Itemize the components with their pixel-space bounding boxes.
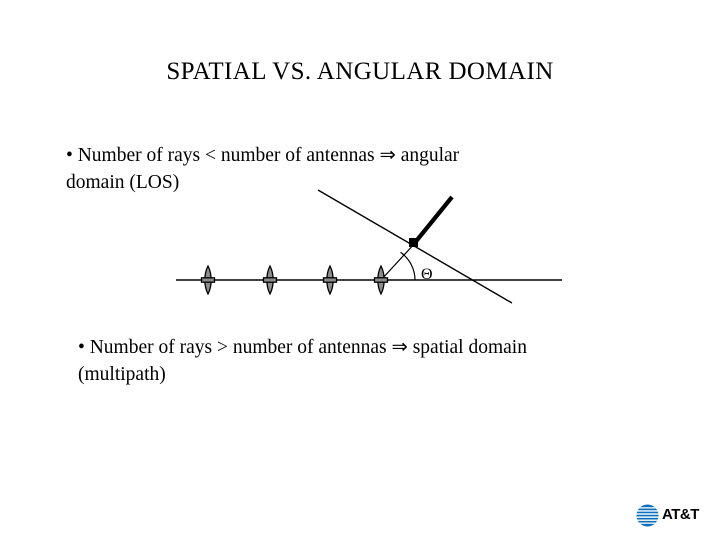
bullet-2-line-1: • Number of rays > number of antennas ⇒ … [78,337,527,358]
att-logo-text: AT&T [662,506,699,523]
bullet-1-line-2: domain (LOS) [66,172,180,193]
bullet-item-spatial-domain: • Number of rays > number of antennas ⇒ … [78,334,678,388]
antenna-element [200,264,216,296]
antenna-element [262,264,278,296]
antenna-element [322,264,338,296]
bullet-1-line-1: • Number of rays < number of antennas ⇒ … [66,145,460,166]
bullet-2-line-2: (multipath) [78,364,166,385]
bullet-item-angular-domain: • Number of rays < number of antennas ⇒ … [66,142,586,196]
att-logo: AT&T [636,503,710,529]
att-globe-icon [636,504,659,527]
angle-arc [400,251,416,281]
incident-ray-line [317,189,513,304]
antenna-to-scatterer-line [380,241,417,281]
antenna-element [373,264,389,296]
page-title: SPATIAL VS. ANGULAR DOMAIN [166,58,554,85]
angle-label-theta: Θ [421,266,433,283]
thick-departing-ray [411,195,454,247]
scatterer-point-marker [409,238,418,247]
